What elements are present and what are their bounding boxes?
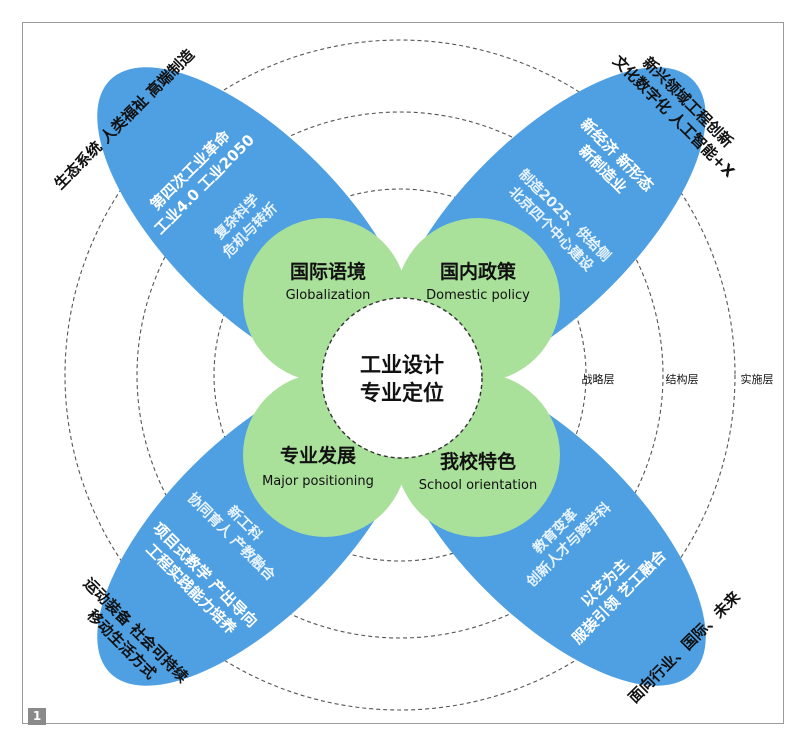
structure-ring — [136, 111, 664, 639]
tl-cn-label: 国际语境 — [290, 260, 366, 283]
figure-number: 1 — [28, 708, 46, 725]
br-cn-label: 我校特色 — [440, 450, 516, 473]
tl-en-label: Globalization — [286, 288, 371, 303]
center-line2: 专业定位 — [360, 381, 444, 405]
center-circle — [321, 297, 483, 459]
implementation-ring — [64, 39, 736, 711]
strategy-ring — [213, 188, 587, 562]
center-line1: 工业设计 — [360, 353, 444, 377]
layer-structure: 结构层 — [666, 372, 699, 386]
tr-en-label: Domestic policy — [426, 288, 530, 303]
bl-en-label: Major positioning — [262, 474, 374, 489]
bl-cn-label: 专业发展 — [280, 444, 356, 467]
br-en-label: School orientation — [419, 478, 537, 493]
layer-strategy: 战略层 — [582, 372, 615, 386]
layer-implementation: 实施层 — [741, 372, 774, 386]
tr-cn-label: 国内政策 — [440, 260, 517, 283]
